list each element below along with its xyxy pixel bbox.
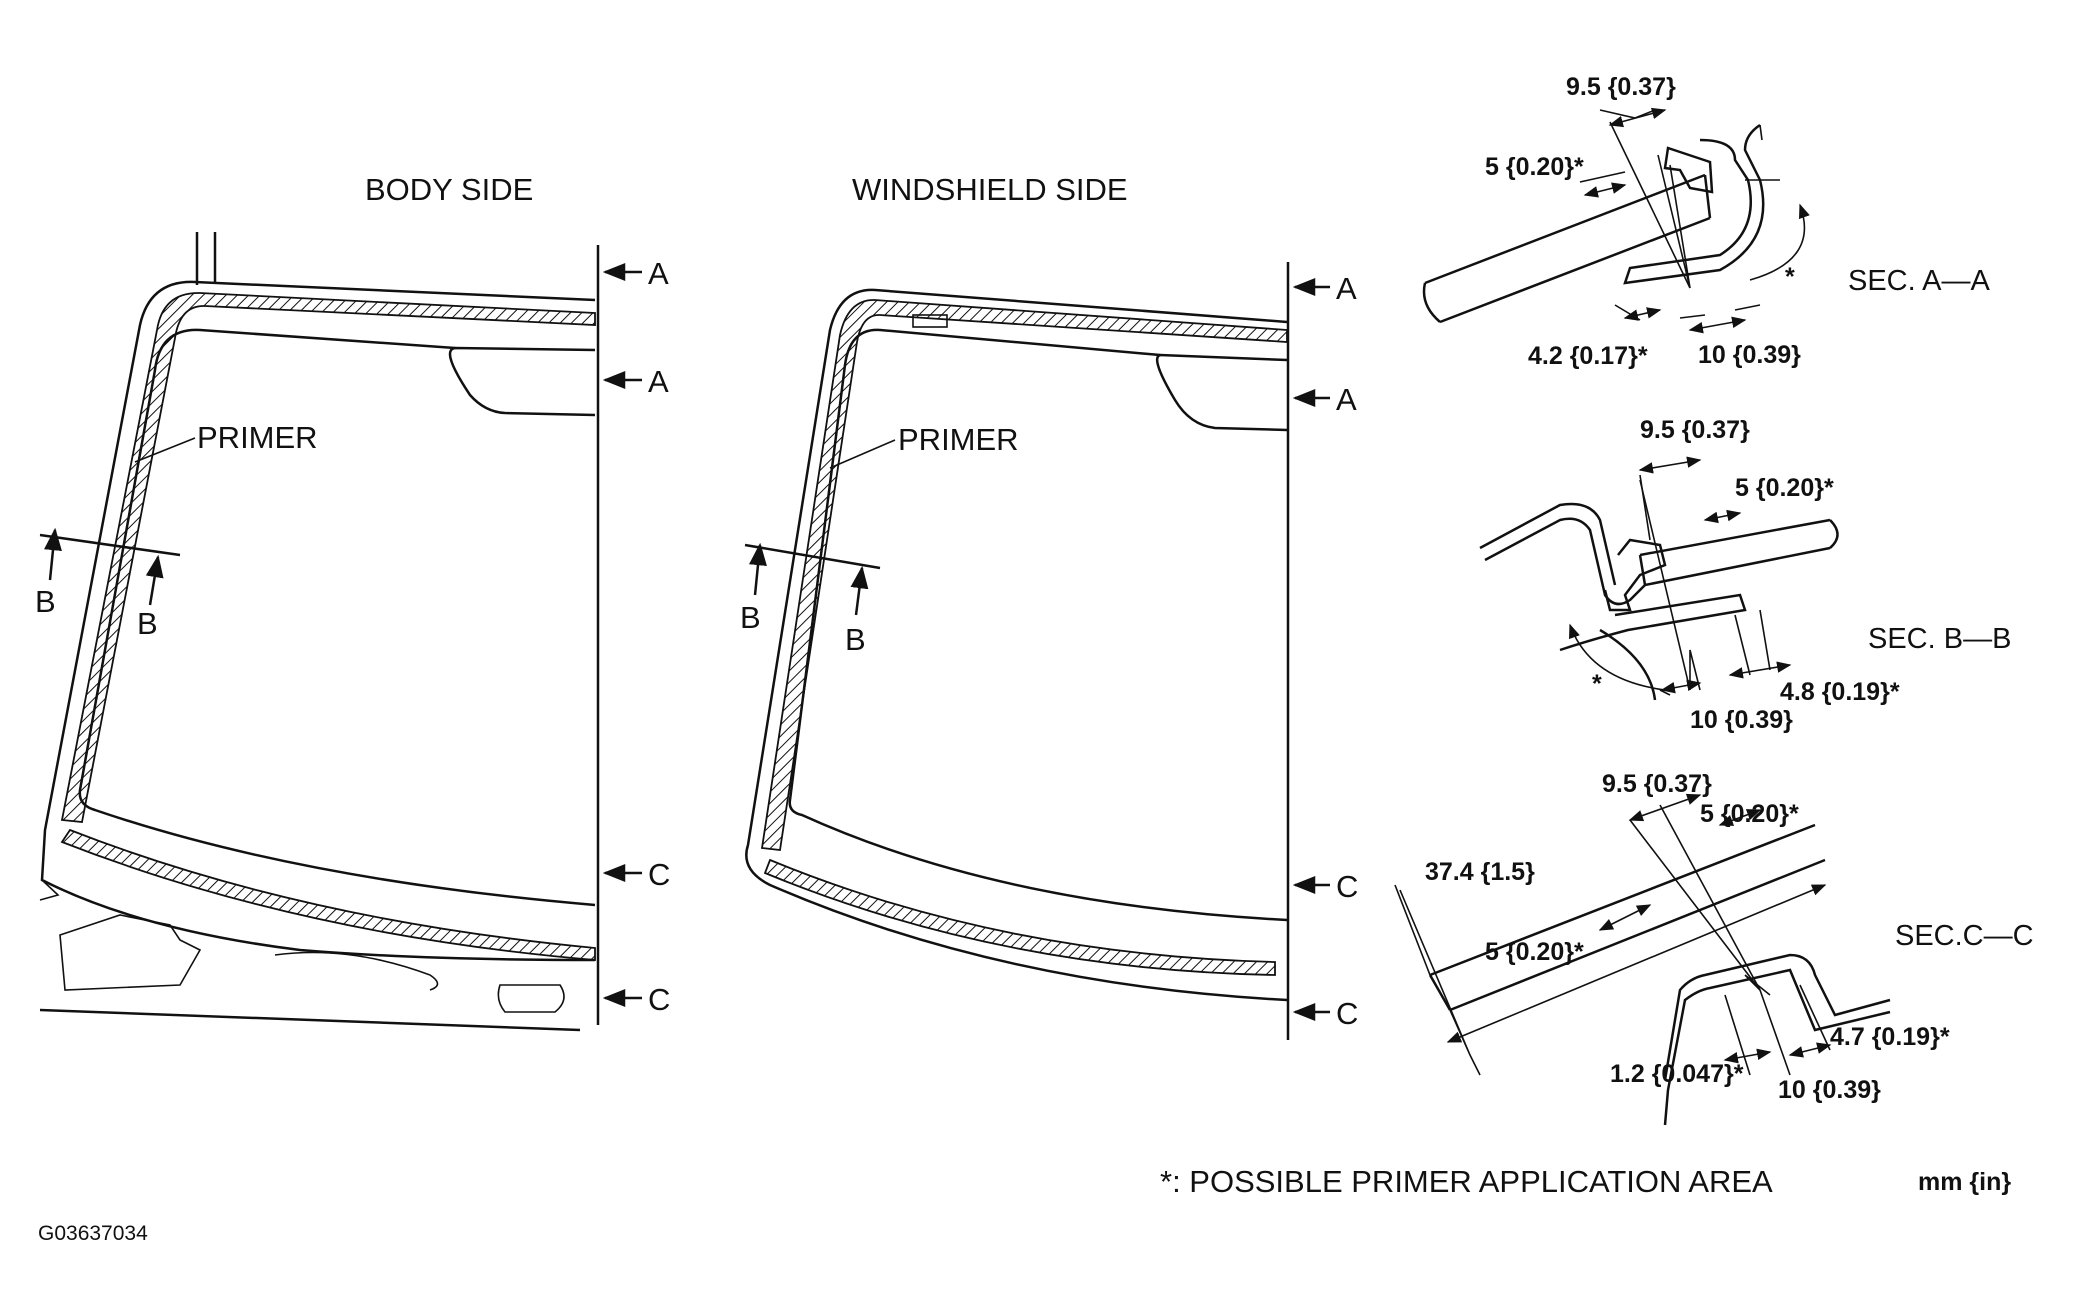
body-marker-b2: B xyxy=(137,606,158,641)
ws-arrow-b2 xyxy=(850,565,869,616)
windshield-primer-label: PRIMER xyxy=(898,422,1019,457)
windshield-outer-edge xyxy=(745,288,1288,1002)
body-pillar xyxy=(195,232,217,285)
body-marker-b1: B xyxy=(35,584,56,619)
body-marker-a2: A xyxy=(648,364,669,399)
sec-aa-dim3: 4.2 {0.17}* xyxy=(1528,342,1648,370)
sec-aa-dim4: 10 {0.39} xyxy=(1698,341,1801,369)
sec-cc-dim7: 10 {0.39} xyxy=(1778,1076,1881,1104)
units-label: mm {in} xyxy=(1918,1168,2011,1196)
ws-marker-a2: A xyxy=(1336,382,1357,417)
section-cc: 9.5 {0.37} 5 {0.20}* 37.4 {1.5} 5 {0.20}… xyxy=(1394,770,2034,1126)
figure-code: G03637034 xyxy=(38,1222,148,1245)
sec-bb-title: SEC. B—B xyxy=(1868,623,2011,655)
sec-aa-title: SEC. A—A xyxy=(1848,265,1990,297)
body-marker-c1: C xyxy=(648,857,670,892)
body-arrow-b2 xyxy=(145,554,164,606)
sec-bb-dim2: 5 {0.20}* xyxy=(1735,474,1834,502)
sec-bb-dim1: 9.5 {0.37} xyxy=(1640,416,1750,444)
sec-aa-dim2: 5 {0.20}* xyxy=(1485,153,1584,181)
windshield-primer-band xyxy=(760,299,1288,851)
sec-aa-star: * xyxy=(1785,263,1795,291)
body-glass-opening xyxy=(448,346,596,417)
primer-note: *: POSSIBLE PRIMER APPLICATION AREA xyxy=(1160,1164,1773,1199)
section-bb: 9.5 {0.37} 5 {0.20}* 4.8 {0.19}* 10 {0.3… xyxy=(1479,416,2011,734)
sec-aa-glass xyxy=(1422,173,1712,324)
body-arrow-b1 xyxy=(44,527,62,581)
sec-bb-dim4: 10 {0.39} xyxy=(1690,706,1793,734)
body-side-view: BODY SIDE A A C C B xyxy=(35,172,670,1032)
ws-arrow-b1 xyxy=(749,542,767,596)
body-primer-band xyxy=(60,292,596,823)
body-marker-a1: A xyxy=(648,256,669,291)
sec-cc-dim4: 5 {0.20}* xyxy=(1485,938,1584,966)
body-marker-c2: C xyxy=(648,982,670,1017)
ws-marker-b1: B xyxy=(740,600,761,635)
sec-bb-dim3: 4.8 {0.19}* xyxy=(1780,678,1900,706)
sec-aa-dim1: 9.5 {0.37} xyxy=(1566,73,1676,101)
section-aa: 9.5 {0.37} 5 {0.20}* 4.2 {0.17}* 10 {0.3… xyxy=(1422,73,1990,370)
sec-cc-dim2: 5 {0.20}* xyxy=(1700,800,1799,828)
ws-marker-c2: C xyxy=(1336,996,1358,1031)
sec-cc-dim5: 4.7 {0.19}* xyxy=(1830,1023,1950,1051)
ws-marker-c1: C xyxy=(1336,869,1358,904)
body-side-title: BODY SIDE xyxy=(365,172,533,207)
ws-marker-b2: B xyxy=(845,622,866,657)
windshield-clip xyxy=(912,314,948,328)
windshield-side-view: WINDSHIELD SIDE A A C C B B PRIMER xyxy=(740,172,1358,1040)
windshield-opening xyxy=(1155,353,1288,432)
body-outer-frame xyxy=(40,280,596,962)
sec-cc-dim6: 1.2 {0.047}* xyxy=(1610,1060,1744,1088)
sec-cc-title: SEC.C—C xyxy=(1895,920,2034,952)
sec-bb-glass xyxy=(1638,518,1839,587)
windshield-side-title: WINDSHIELD SIDE xyxy=(852,172,1128,207)
sec-cc-dim1: 9.5 {0.37} xyxy=(1602,770,1712,798)
sec-cc-glass xyxy=(1428,823,1826,1012)
sec-bb-star: * xyxy=(1592,670,1602,698)
sec-cc-dim3: 37.4 {1.5} xyxy=(1425,858,1535,886)
body-primer-label: PRIMER xyxy=(197,420,318,455)
ws-marker-a1: A xyxy=(1336,271,1357,306)
